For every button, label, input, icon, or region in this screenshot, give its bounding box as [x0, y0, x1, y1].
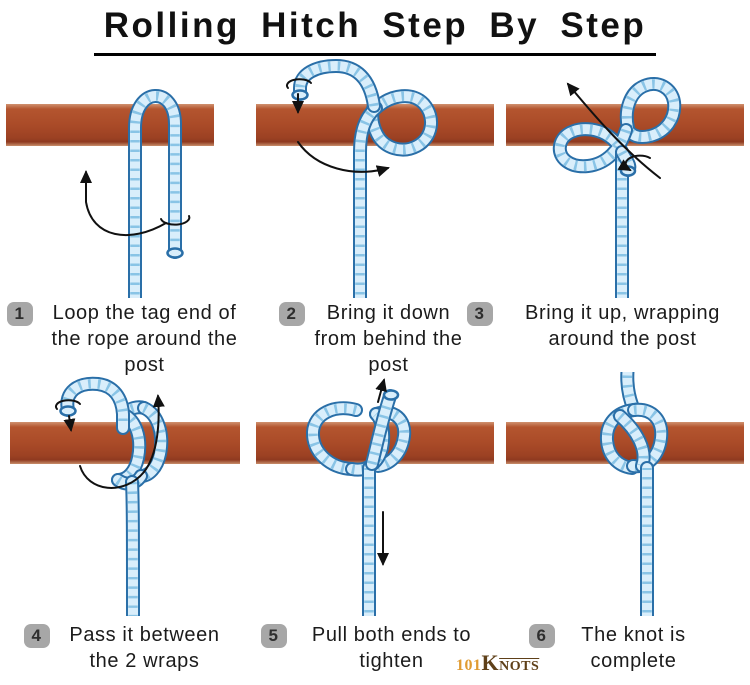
rope-bands: [127, 481, 138, 616]
page-title: Rolling Hitch Step By Step: [93, 4, 657, 56]
rope: [552, 122, 633, 174]
arrow-annotation: [80, 170, 167, 237]
rope-bands: [62, 379, 128, 428]
logo-nots: NOTS: [499, 659, 540, 674]
rope: [613, 409, 651, 473]
caption-step-2: 2 Bring it down from behind the post: [252, 300, 490, 378]
rope: [619, 77, 682, 144]
diagram-step-6: [500, 372, 750, 616]
arrow-annotation: [79, 394, 165, 489]
step-number-badge: 4: [23, 624, 50, 648]
logo-101: 101: [456, 657, 482, 674]
caption-step-3: 3 Bring it up, wrapping around the post: [460, 300, 750, 352]
rope-bands: [117, 409, 144, 485]
logo-k: K: [481, 650, 500, 675]
caption-step-6: 6 The knot is complete: [496, 622, 736, 674]
caption-step-5: 5 Pull both ends to tighten: [248, 622, 500, 674]
rope-end-cap: [291, 89, 309, 101]
step-6-illustration: [506, 372, 744, 616]
step-3-illustration: [506, 77, 744, 298]
diagram-step-4: [0, 372, 250, 616]
rope: [293, 59, 381, 113]
rope-end-cap: [382, 389, 400, 401]
step-5-illustration: [256, 378, 494, 616]
diagram-step-2: [250, 54, 500, 298]
rope-end-cap: [59, 405, 77, 417]
rope-end-cap: [166, 247, 184, 259]
step-number-badge: 1: [6, 302, 33, 326]
rope-bands: [308, 403, 358, 474]
diagram-step-1: [0, 54, 250, 298]
post: [6, 104, 214, 146]
step-number-badge: 6: [528, 624, 555, 648]
arrow-loop: [285, 78, 312, 89]
caption-text: The knot is complete: [581, 624, 686, 672]
step-1-illustration: [6, 89, 214, 298]
step-number-badge: 3: [466, 302, 493, 326]
caption-text: Bring it down from behind the post: [314, 302, 463, 376]
rope-bands: [130, 91, 180, 298]
rope-bands: [140, 403, 166, 481]
arrow-annotation: [566, 82, 661, 179]
rope-bands: [355, 104, 380, 298]
caption-step-4: 4 Pass it between the 2 wraps: [4, 622, 250, 674]
caption-text: Pass it between the 2 wraps: [69, 624, 220, 672]
rope-bands: [555, 124, 631, 171]
arrow-annotation: [297, 141, 390, 177]
rope: [365, 89, 438, 157]
header: Rolling Hitch Step By Step: [0, 4, 750, 56]
caption-text: Bring it up, wrapping around the post: [525, 302, 720, 350]
step-number-badge: 2: [278, 302, 305, 326]
caption-text: Pull both ends to tighten: [311, 624, 472, 672]
rope: [306, 401, 363, 476]
step-number-badge: 5: [260, 624, 287, 648]
brand-logo: 101KNOTS: [456, 650, 539, 676]
rope-fill: [127, 477, 138, 616]
arrow-annotation: [375, 378, 387, 403]
arrow-loop: [54, 399, 81, 410]
rope: [128, 89, 182, 298]
step-4-illustration: [10, 376, 240, 616]
rope: [134, 401, 169, 483]
rope-bands: [115, 473, 146, 489]
caption-step-1: 1 Loop the tag end of the rope around th…: [2, 300, 252, 378]
arrow-annotation: [63, 415, 76, 432]
rope: [60, 376, 130, 435]
rope-bands: [367, 91, 436, 155]
diagram-step-5: [250, 372, 500, 616]
caption-text: Loop the tag end of the rope around the …: [51, 302, 238, 376]
rope-bands: [622, 79, 679, 142]
diagram-step-3: [500, 54, 750, 298]
rope: [125, 475, 140, 616]
rope: [365, 389, 397, 471]
rope-bands: [617, 149, 635, 174]
arrow-loop: [617, 154, 651, 171]
arrow-loop: [160, 215, 191, 226]
rope-fill: [615, 411, 649, 471]
rope-fill: [367, 391, 395, 469]
step-2-illustration: [256, 59, 494, 298]
